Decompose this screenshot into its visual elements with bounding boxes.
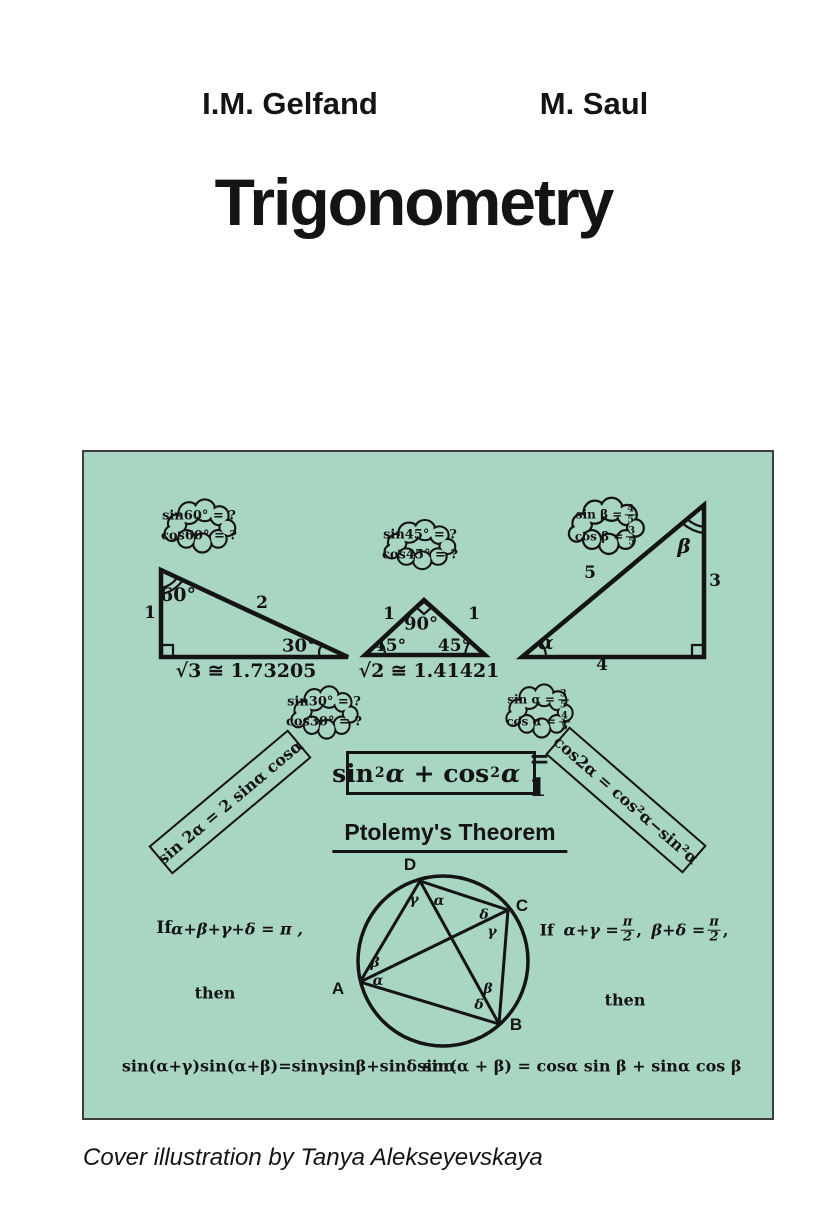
cloud-beta-line1: sin β = [575, 507, 623, 522]
vertex-label-a: A [331, 979, 345, 998]
comma: , [722, 920, 729, 940]
left-if-label: If [156, 918, 172, 938]
cloud-sin60-line2: cos60° = ? [160, 528, 238, 543]
angle-label-30: 30° [281, 635, 317, 657]
side-label-1: 1 [144, 603, 156, 623]
identity-plus-cos: + [413, 758, 435, 788]
comma: , [636, 920, 642, 940]
identity-alpha: α [385, 758, 405, 788]
right-then-label: then [604, 990, 646, 1010]
cloud-alpha-line2: cos α = [506, 714, 556, 729]
side-label-5: 5 [584, 563, 596, 583]
angle-gamma-at-c: γ [487, 924, 497, 940]
ptolemy-heading: Ptolemy's Theorem [332, 819, 568, 853]
identity-exp: 2 [490, 765, 500, 781]
cloud-sin60-line1: sin60° = ? [162, 508, 236, 524]
cloud-sin45-line1: sin45° = ? [383, 527, 457, 543]
angle-alpha-at-a: α [372, 973, 384, 989]
cloud-alpha-line1: sin α = [507, 692, 555, 707]
fraction-numerator: 3 [557, 688, 569, 701]
angle-beta-at-a: β [370, 955, 380, 971]
cloud-sin45: sin45° = ? cos45° = ? [382, 526, 458, 565]
angle-delta-at-b: δ [474, 997, 484, 1013]
triangle-3-4-5 [515, 500, 707, 660]
cloud-beta-line2: cos β = [574, 529, 624, 544]
illustration-panel: sin60° = ? cos60° = ? sin45° = ? cos45° … [82, 450, 774, 1120]
fraction-numerator: 4 [625, 503, 637, 516]
triangle-45-45-90 [359, 596, 491, 658]
angle-label-alpha: α [538, 630, 554, 654]
ptolemy-result-left: sin(α+γ)sin(α+β)=sinγsinβ+sinδsinα [121, 1056, 457, 1076]
angle-label-60: 60° [160, 584, 196, 606]
triangle-30-60-90 [158, 566, 349, 660]
fraction-numerator: 3 [626, 525, 638, 538]
geometry-drawing [158, 496, 707, 1048]
fraction-denominator: 2 [623, 929, 633, 945]
cloud-sin60: sin60° = ? cos60° = ? [161, 507, 237, 546]
ptolemy-circle-diagram [356, 874, 530, 1048]
cloud-sin45-line2: cos45° = ? [381, 547, 459, 562]
author-gelfand: I.M. Gelfand [202, 86, 378, 121]
side-label-4: 4 [596, 655, 608, 675]
cloud-sin30-line1: sin30° = ? [287, 694, 361, 710]
vertex-label-d: D [403, 855, 417, 874]
angle-label-45-left: 45° [373, 636, 407, 656]
fraction-numerator: 4 [558, 710, 570, 723]
left-then-label: then [194, 983, 236, 1003]
angle-label-45-right: 45° [437, 636, 471, 656]
identity-sin: sin [332, 758, 374, 788]
side-label-1-left: 1 [383, 604, 395, 624]
book-title: Trigonometry [214, 165, 615, 239]
angle-beta-at-b: β [483, 981, 493, 997]
fraction-denominator: 5 [559, 699, 567, 711]
left-if-formula: α+β+γ+δ = π , [171, 919, 303, 939]
identity-cos: cos [443, 758, 490, 788]
side-label-2: 2 [256, 593, 268, 613]
fraction-denominator: 2 [709, 929, 719, 945]
side-label-3: 3 [709, 571, 721, 591]
angle-label-90: 90° [403, 613, 439, 635]
cover-credit: Cover illustration by Tanya Alekseyevska… [83, 1144, 543, 1171]
angle-gamma-at-d: γ [409, 892, 419, 908]
fraction-denominator: 5 [628, 536, 636, 548]
vertex-label-c: C [515, 896, 529, 915]
fraction-denominator: 5 [627, 514, 635, 526]
sqrt2-value: √2 ≅ 1.41421 [358, 660, 500, 682]
angle-alpha-at-d: α [433, 893, 445, 909]
fraction-denominator: 5 [560, 721, 568, 733]
cloud-sin30: sin30° = ? cos30° = ? [286, 693, 362, 732]
side-label-1-right: 1 [468, 604, 480, 624]
fraction-numerator: π [620, 914, 635, 931]
angle-delta-at-c: δ [479, 907, 489, 923]
right-if-formula-1: α+γ = [563, 920, 619, 940]
identity-equals-1: = 1 [528, 744, 550, 802]
cloud-sin30-line2: cos30° = ? [285, 714, 363, 729]
angle-label-beta: β [677, 534, 691, 558]
right-if-formula-2: β+δ = [651, 920, 706, 940]
right-if-label: If [539, 920, 554, 940]
identity-exp: 2 [374, 765, 385, 781]
ptolemy-result-right: sin(α + β) = cosα sin β + sinα cos β [422, 1056, 742, 1076]
fraction-numerator: π [707, 914, 721, 931]
sqrt3-value: √3 ≅ 1.73205 [175, 660, 317, 682]
vertex-label-b: B [509, 1015, 523, 1034]
identity-alpha: α [500, 758, 521, 788]
author-saul: M. Saul [539, 86, 649, 121]
